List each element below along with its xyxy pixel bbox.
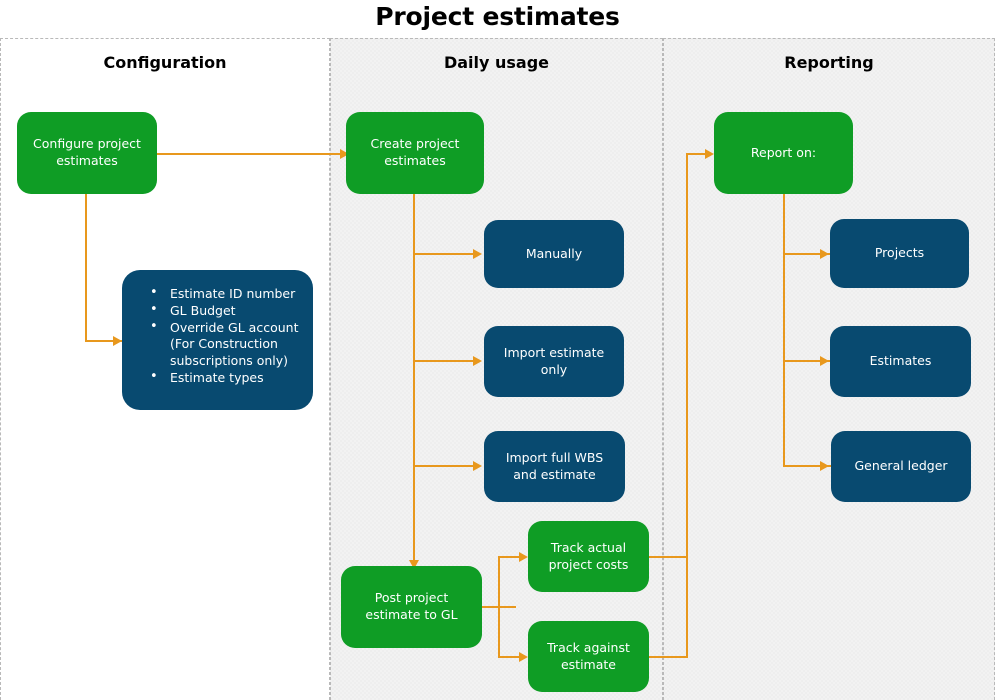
swimlane-title-reporting: Reporting (784, 53, 874, 72)
connector-report-to-projects (783, 253, 833, 255)
node-projects[interactable]: Projects (830, 219, 969, 288)
node-general-ledger[interactable]: General ledger (831, 431, 971, 502)
connector-bus-to-track-against (498, 656, 524, 658)
arrowhead-bus-to-track-actual (519, 551, 528, 562)
list-item: Estimate types (136, 369, 299, 386)
node-track-actual-project-costs[interactable]: Track actual project costs (528, 521, 649, 592)
connector-bus-to-track-actual (498, 556, 524, 558)
connector-post-bus-vertical (498, 556, 500, 658)
arrowhead-configure-to-create (340, 148, 349, 159)
connector-spine-to-manually (413, 253, 478, 255)
node-configuration-details-list[interactable]: Estimate ID number GL Budget Override GL… (122, 270, 313, 410)
node-manually[interactable]: Manually (484, 220, 624, 288)
node-import-estimate-only[interactable]: Import estimate only (484, 326, 624, 397)
list-item: Override GL account (136, 319, 299, 336)
arrowhead-create-to-post (408, 560, 419, 569)
arrowhead-spine-to-import-wbs (473, 460, 482, 471)
swimlane-title-configuration: Configuration (103, 53, 227, 72)
connector-spine-to-import-wbs (413, 465, 478, 467)
connector-report-to-estimates (783, 360, 833, 362)
arrowhead-collector-to-report-on (705, 148, 714, 159)
connector-collector-vertical (686, 153, 688, 658)
connector-collector-to-report-on (686, 153, 710, 155)
node-report-on[interactable]: Report on: (714, 112, 853, 194)
connector-configure-to-details-horizontal (85, 340, 122, 342)
arrowhead-report-to-estimates (820, 355, 829, 366)
connector-report-on-spine (783, 194, 785, 466)
swimlane-title-daily-usage: Daily usage (443, 53, 550, 72)
arrowhead-spine-to-manually (473, 248, 482, 259)
connector-report-to-general-ledger (783, 465, 833, 467)
node-create-project-estimates[interactable]: Create project estimates (346, 112, 484, 194)
connector-track-against-to-collector (649, 656, 688, 658)
list-item: Estimate ID number (136, 285, 299, 302)
node-configure-project-estimates[interactable]: Configure project estimates (17, 112, 157, 194)
arrowhead-configure-to-details (113, 335, 122, 346)
node-post-project-estimate-to-gl[interactable]: Post project estimate to GL (341, 566, 482, 648)
connector-configure-to-create (157, 153, 346, 155)
node-estimates[interactable]: Estimates (830, 326, 971, 397)
list-item: GL Budget (136, 302, 299, 319)
arrowhead-bus-to-track-against (519, 651, 528, 662)
list-item-continuation: (For Construction (170, 336, 278, 352)
arrowhead-report-to-general-ledger (820, 460, 829, 471)
node-import-full-wbs-and-estimate[interactable]: Import full WBS and estimate (484, 431, 625, 502)
list-item-continuation: subscriptions only) (170, 353, 289, 368)
connector-track-actual-to-collector (649, 556, 688, 558)
page-title: Project estimates (375, 2, 620, 31)
connector-configure-to-details-vertical (85, 194, 87, 342)
arrowhead-spine-to-import-estimate (473, 355, 482, 366)
connector-create-spine (413, 194, 415, 566)
configuration-details-list: Estimate ID number GL Budget Override GL… (136, 285, 299, 386)
node-track-against-estimate[interactable]: Track against estimate (528, 621, 649, 692)
connector-spine-to-import-estimate (413, 360, 478, 362)
arrowhead-report-to-projects (820, 248, 829, 259)
